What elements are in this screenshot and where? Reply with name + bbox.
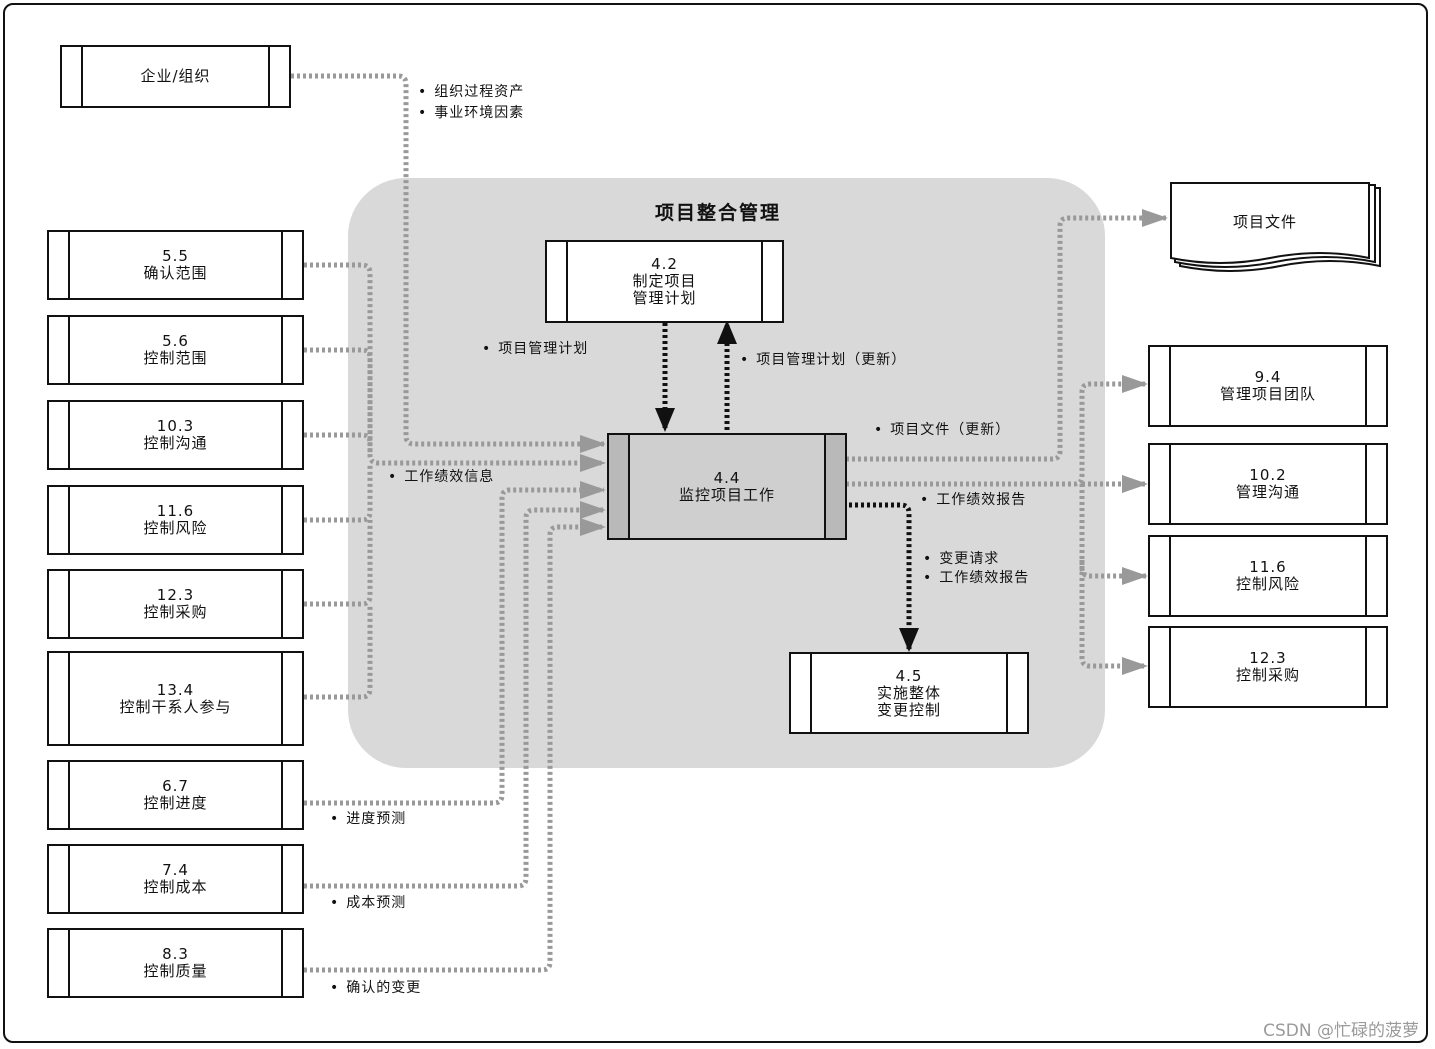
process-name: 监控项目工作 — [678, 485, 775, 504]
label-org-assets: 组织过程资产 — [418, 83, 524, 101]
flow-12-3-in — [304, 520, 373, 607]
process-5-5: 5.5 确认范围 — [47, 230, 304, 300]
process-5-6: 5.6 控制范围 — [47, 315, 304, 385]
process-name-line-1: 制定项目 — [632, 272, 697, 290]
label-work-perf-info: 工作绩效信息 — [388, 468, 494, 486]
process-4-5: 4.5 实施整体 变更控制 — [789, 652, 1029, 734]
enterprise-label: 企业/组织 — [140, 67, 211, 85]
process-number: 12.3 — [156, 586, 195, 604]
flow-8-3 — [304, 518, 606, 973]
label-schedule-forecast: 进度预测 — [330, 810, 406, 828]
flow-11-6-in — [304, 463, 373, 523]
document-stack-icon — [1170, 182, 1381, 272]
process-name: 控制范围 — [143, 349, 208, 367]
process-number: 11.6 — [156, 502, 195, 520]
flow-change-request — [849, 502, 919, 652]
process-6-7: 6.7 控制进度 — [47, 760, 304, 830]
flow-5-5 — [304, 262, 606, 472]
process-7-4: 7.4 控制成本 — [47, 844, 304, 914]
flow-6-7 — [304, 481, 606, 806]
region-title: 项目整合管理 — [654, 202, 781, 224]
process-number: 4.4 — [713, 468, 741, 487]
diagram-frame — [3, 3, 1428, 1043]
process-4-4-center: 4.4 监控项目工作 — [607, 433, 847, 540]
flow-7-4 — [304, 501, 606, 889]
document-label: 项目文件 — [1232, 213, 1297, 231]
process-10-2: 10.2 管理沟通 — [1148, 443, 1388, 525]
flow-enterprise — [291, 73, 606, 453]
process-name: 控制风险 — [143, 519, 208, 537]
process-name: 管理项目团队 — [1219, 385, 1316, 403]
label-work-perf-report-2: 工作绩效报告 — [923, 569, 1029, 587]
label-change-request: 变更请求 — [923, 550, 999, 568]
process-name: 控制沟通 — [143, 434, 208, 452]
process-number: 5.6 — [162, 332, 189, 350]
process-8-3: 8.3 控制质量 — [47, 928, 304, 998]
process-number: 6.7 — [162, 777, 189, 795]
process-name: 确认范围 — [143, 264, 208, 282]
label-cost-forecast: 成本预测 — [330, 894, 406, 912]
flow-project-docs — [846, 209, 1168, 462]
process-name: 控制采购 — [143, 603, 208, 621]
flow-10-3 — [304, 432, 373, 444]
process-12-3-output: 12.3 控制采购 — [1148, 626, 1388, 708]
process-number: 10.2 — [1249, 466, 1287, 484]
process-name-line-2: 变更控制 — [876, 700, 941, 719]
process-number: 12.3 — [1249, 649, 1287, 667]
process-name: 控制干系人参与 — [119, 697, 232, 716]
label-pm-plan-update: 项目管理计划（更新） — [740, 351, 906, 369]
process-11-6-output: 11.6 控制风险 — [1148, 535, 1388, 617]
process-number: 8.3 — [162, 945, 189, 963]
process-number: 10.3 — [156, 417, 195, 435]
process-10-3: 10.3 控制沟通 — [47, 400, 304, 470]
process-4-2: 4.2 制定项目 管理计划 — [545, 240, 784, 323]
flow-5-6 — [304, 347, 373, 455]
process-number: 5.5 — [162, 247, 189, 265]
process-number: 13.4 — [156, 680, 195, 699]
process-name-line-2: 管理计划 — [632, 289, 697, 307]
process-name: 控制进度 — [143, 794, 208, 812]
process-name: 控制风险 — [1235, 575, 1300, 593]
flow-9-4 — [846, 375, 1148, 487]
process-number: 11.6 — [1249, 558, 1287, 576]
enterprise-box: 企业/组织 — [60, 45, 291, 108]
process-13-4: 13.4 控制干系人参与 — [47, 651, 304, 746]
label-proj-docs-update: 项目文件（更新） — [874, 421, 1010, 439]
process-name: 管理沟通 — [1235, 483, 1300, 501]
flow-13-4 — [304, 604, 373, 700]
process-number: 4.5 — [895, 666, 923, 685]
process-11-6-input: 11.6 控制风险 — [47, 485, 304, 555]
process-12-3-input: 12.3 控制采购 — [47, 569, 304, 639]
process-9-4: 9.4 管理项目团队 — [1148, 345, 1388, 427]
process-name: 控制质量 — [143, 962, 208, 980]
process-name: 控制成本 — [143, 878, 208, 896]
process-name: 控制采购 — [1235, 666, 1300, 684]
label-validated-changes: 确认的变更 — [330, 979, 421, 997]
label-env-factors: 事业环境因素 — [418, 104, 524, 122]
label-pm-plan: 项目管理计划 — [482, 340, 588, 358]
process-name-line-1: 实施整体 — [876, 683, 941, 702]
label-work-perf-report: 工作绩效报告 — [920, 491, 1026, 509]
flow-12-3-out — [1079, 560, 1148, 675]
flow-11-6-out — [1079, 484, 1148, 585]
process-number: 7.4 — [162, 861, 189, 879]
watermark: CSDN @忙碌的菠萝 — [1263, 1021, 1419, 1041]
process-number: 4.2 — [651, 255, 678, 273]
process-number: 9.4 — [1254, 368, 1282, 386]
